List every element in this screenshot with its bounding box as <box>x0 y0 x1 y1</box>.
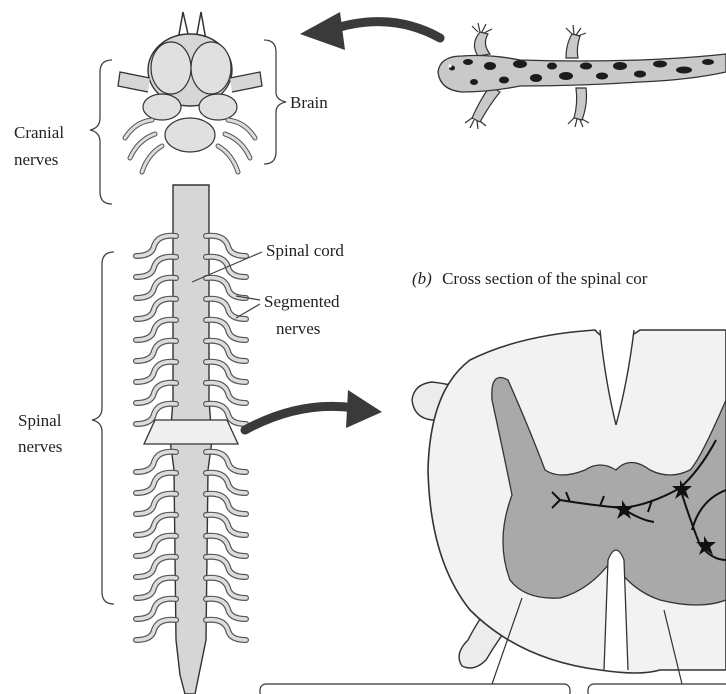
spinal-brace <box>92 252 114 604</box>
segmented-nerve <box>136 620 176 640</box>
cranial-nerves-label-line1: Cranial <box>14 123 64 142</box>
segmented-nerve <box>206 341 246 361</box>
segmented-nerves-label-line1: Segmented <box>264 292 340 311</box>
caption: (b) Cross section of the spinal cor <box>412 269 648 288</box>
segmented-nerve <box>136 299 176 319</box>
caption-letter: (b) <box>412 269 432 288</box>
segmented-nerve <box>136 494 176 514</box>
cranial-nerves-label-line2: nerves <box>14 150 58 169</box>
spinal-cord-cross-section <box>260 330 726 694</box>
spinal-nerves-label-line1: Spinal <box>18 411 62 430</box>
brain <box>118 12 262 152</box>
segmented-nerve <box>206 515 246 535</box>
cranial-brace <box>90 60 112 204</box>
spinal-nerves-label-line2: nerves <box>18 437 62 456</box>
segmented-nerve <box>206 599 246 619</box>
segmented-nerve <box>206 557 246 577</box>
segmented-nerve <box>206 320 246 340</box>
segmented-nerve <box>136 515 176 535</box>
segmented-nerve <box>206 278 246 298</box>
segmented-nerve <box>136 473 176 493</box>
brain-brace <box>264 40 286 164</box>
segmented-nerve <box>206 536 246 556</box>
segmented-nerve <box>136 236 176 256</box>
segmented-nerve <box>136 341 176 361</box>
segmented-nerves-label-line2: nerves <box>276 319 320 338</box>
segmented-nerve <box>136 599 176 619</box>
segmented-nerve <box>136 383 176 403</box>
segmented-nerve <box>206 452 246 472</box>
segmented-nerve <box>206 494 246 514</box>
segmented-nerve <box>136 362 176 382</box>
brain-and-spinal-cord <box>118 12 262 694</box>
segmented-nerve <box>136 320 176 340</box>
segmented-nerve <box>206 362 246 382</box>
segmented-nerve <box>136 536 176 556</box>
caption-text: Cross section of the spinal cor <box>442 269 648 288</box>
spinal-cord-label: Spinal cord <box>266 241 344 260</box>
brain-label: Brain <box>290 93 328 112</box>
arrow-to-cross-section <box>245 406 355 430</box>
segmented-nerve <box>206 383 246 403</box>
segmented-nerve <box>206 473 246 493</box>
segmented-brace-tick2 <box>236 304 260 318</box>
segmented-nerve <box>136 278 176 298</box>
segmented-nerve <box>136 452 176 472</box>
cross-section-cut <box>144 420 238 444</box>
segmented-nerve <box>206 236 246 256</box>
arrow-from-salamander <box>330 22 440 38</box>
segmented-nerve <box>136 257 176 277</box>
segmented-nerve <box>136 578 176 598</box>
salamander-illustration <box>438 23 726 129</box>
segmented-nerve <box>206 578 246 598</box>
segmented-nerve <box>136 557 176 577</box>
segmented-nerve <box>206 620 246 640</box>
